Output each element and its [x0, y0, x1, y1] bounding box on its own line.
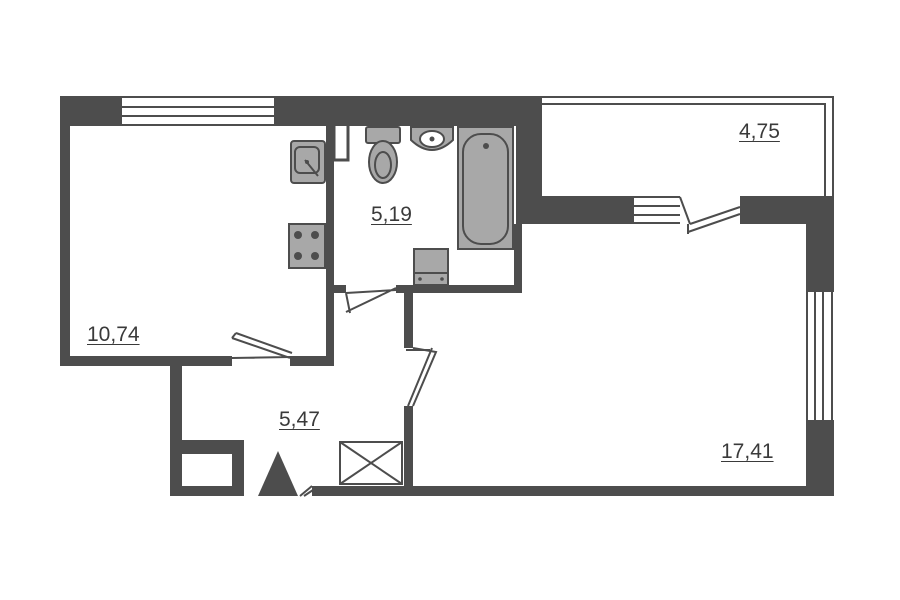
wall-right-lower [806, 420, 834, 496]
wall-bathroom-stub [334, 285, 346, 293]
wall-hall-living-lower [404, 406, 413, 496]
wall-hall-left [170, 356, 182, 496]
wall-kitchen-bottom-right [290, 356, 334, 366]
kitchen-sink-icon [290, 140, 326, 184]
wall-bottom-right [312, 486, 834, 496]
washbasin-icon [410, 126, 454, 151]
wall-living-balcony-left [516, 196, 634, 224]
walls [60, 96, 834, 496]
duct-pillar [332, 126, 350, 162]
wall-top-left [60, 96, 122, 126]
toilet-icon [365, 126, 401, 184]
entrance-door [299, 485, 317, 497]
wall-bottom-left [170, 486, 244, 496]
stove-icon [288, 223, 326, 269]
balcony-door-window [634, 196, 691, 225]
room-area-bathroom: 5,19 [371, 203, 412, 226]
ventilation-shaft-icon [339, 441, 403, 485]
living-window [806, 292, 833, 420]
wall-bathroom-bottom [396, 285, 520, 293]
wall-closet-top [170, 440, 242, 454]
kitchen-window [122, 96, 274, 126]
wall-top-middle [274, 96, 542, 126]
wall-bathroom-right [514, 224, 522, 293]
doors [231, 206, 741, 497]
wall-right-upper [806, 196, 834, 292]
wall-closet-right [232, 440, 244, 496]
balcony-outline [542, 96, 834, 196]
bathroom-door [345, 287, 397, 314]
room-area-balcony: 4,75 [739, 120, 780, 143]
room-area-hallway: 5,47 [279, 408, 320, 431]
wall-hall-living [404, 293, 413, 348]
entrance-marker-icon [258, 451, 298, 496]
wall-left-kitchen [60, 96, 70, 366]
balcony-door [687, 206, 741, 233]
room-area-living-room: 17,41 [721, 440, 774, 463]
kitchen-door [231, 332, 293, 359]
living-door [406, 347, 438, 407]
washing-machine-icon [413, 248, 449, 286]
room-area-kitchen: 10,74 [87, 323, 140, 346]
wall-kitchen-bottom-left [60, 356, 232, 366]
wall-kitchen-partition [326, 126, 334, 366]
bathtub-icon [457, 126, 514, 250]
